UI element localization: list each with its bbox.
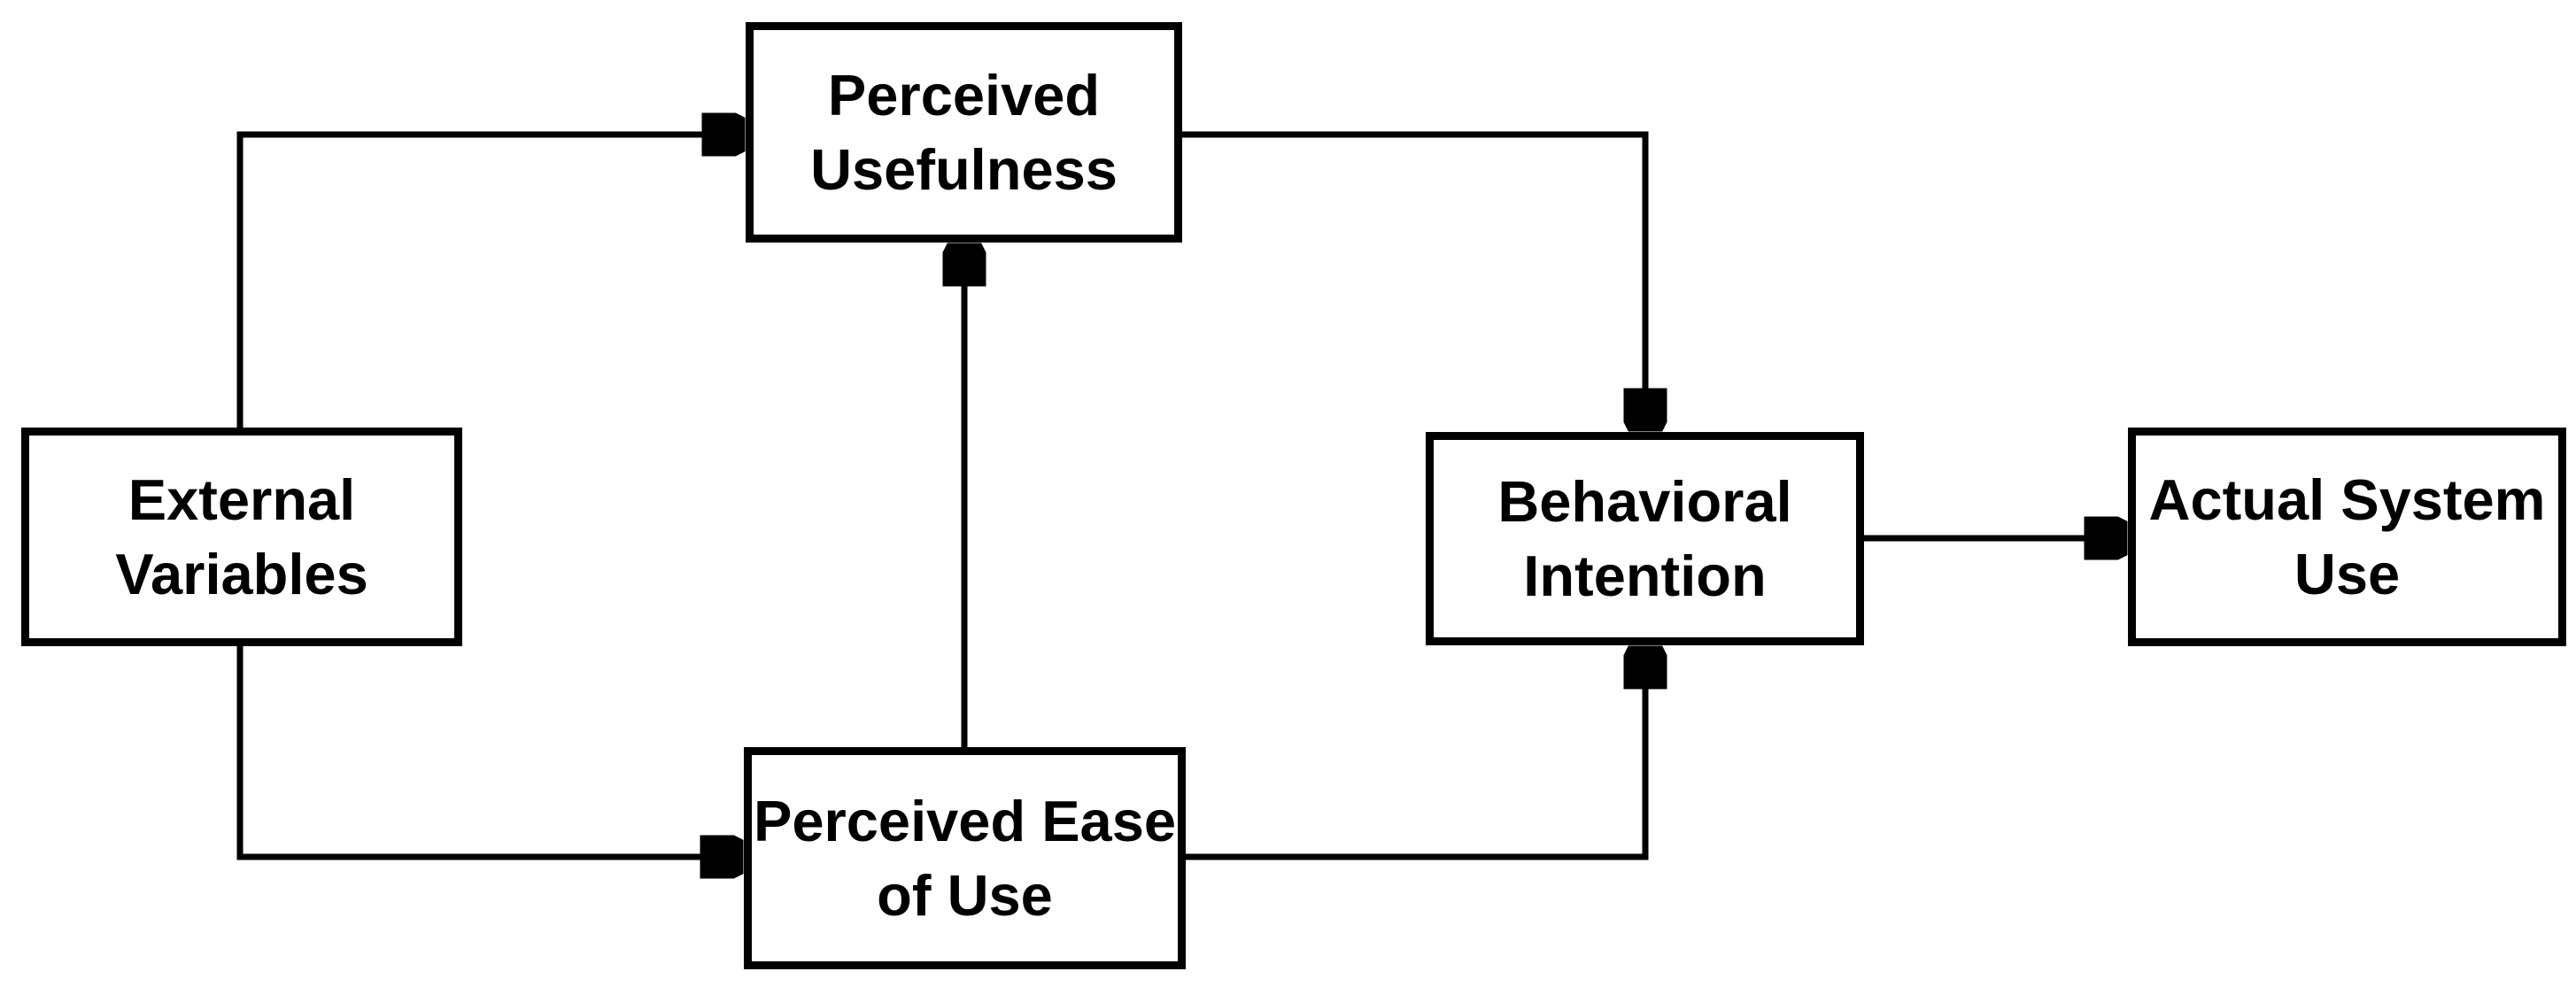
node-actual-system-use: Actual System Use (2128, 428, 2566, 646)
node-perceived-ease-of-use: Perceived Ease of Use (744, 747, 1186, 969)
edge-perceived-ease-of-use-to-behavioral-intention (1183, 647, 1645, 860)
edge-external-variables-to-perceived-ease-of-use (236, 643, 742, 857)
edge-external-variables-to-perceived-usefulness (236, 135, 744, 433)
edge-perceived-usefulness-to-behavioral-intention (1180, 131, 1645, 430)
node-perceived-ease-of-use-label: Perceived Ease of Use (753, 789, 1177, 928)
node-external-variables-label: External Variables (115, 467, 368, 606)
node-behavioral-intention-label: Behavioral Intention (1497, 469, 1792, 608)
node-perceived-usefulness-label: Perceived Usefulness (810, 63, 1118, 202)
node-perceived-usefulness: Perceived Usefulness (746, 22, 1182, 243)
node-behavioral-intention: Behavioral Intention (1426, 432, 1864, 645)
node-external-variables: External Variables (21, 428, 462, 646)
node-actual-system-use-label: Actual System Use (2148, 467, 2546, 606)
